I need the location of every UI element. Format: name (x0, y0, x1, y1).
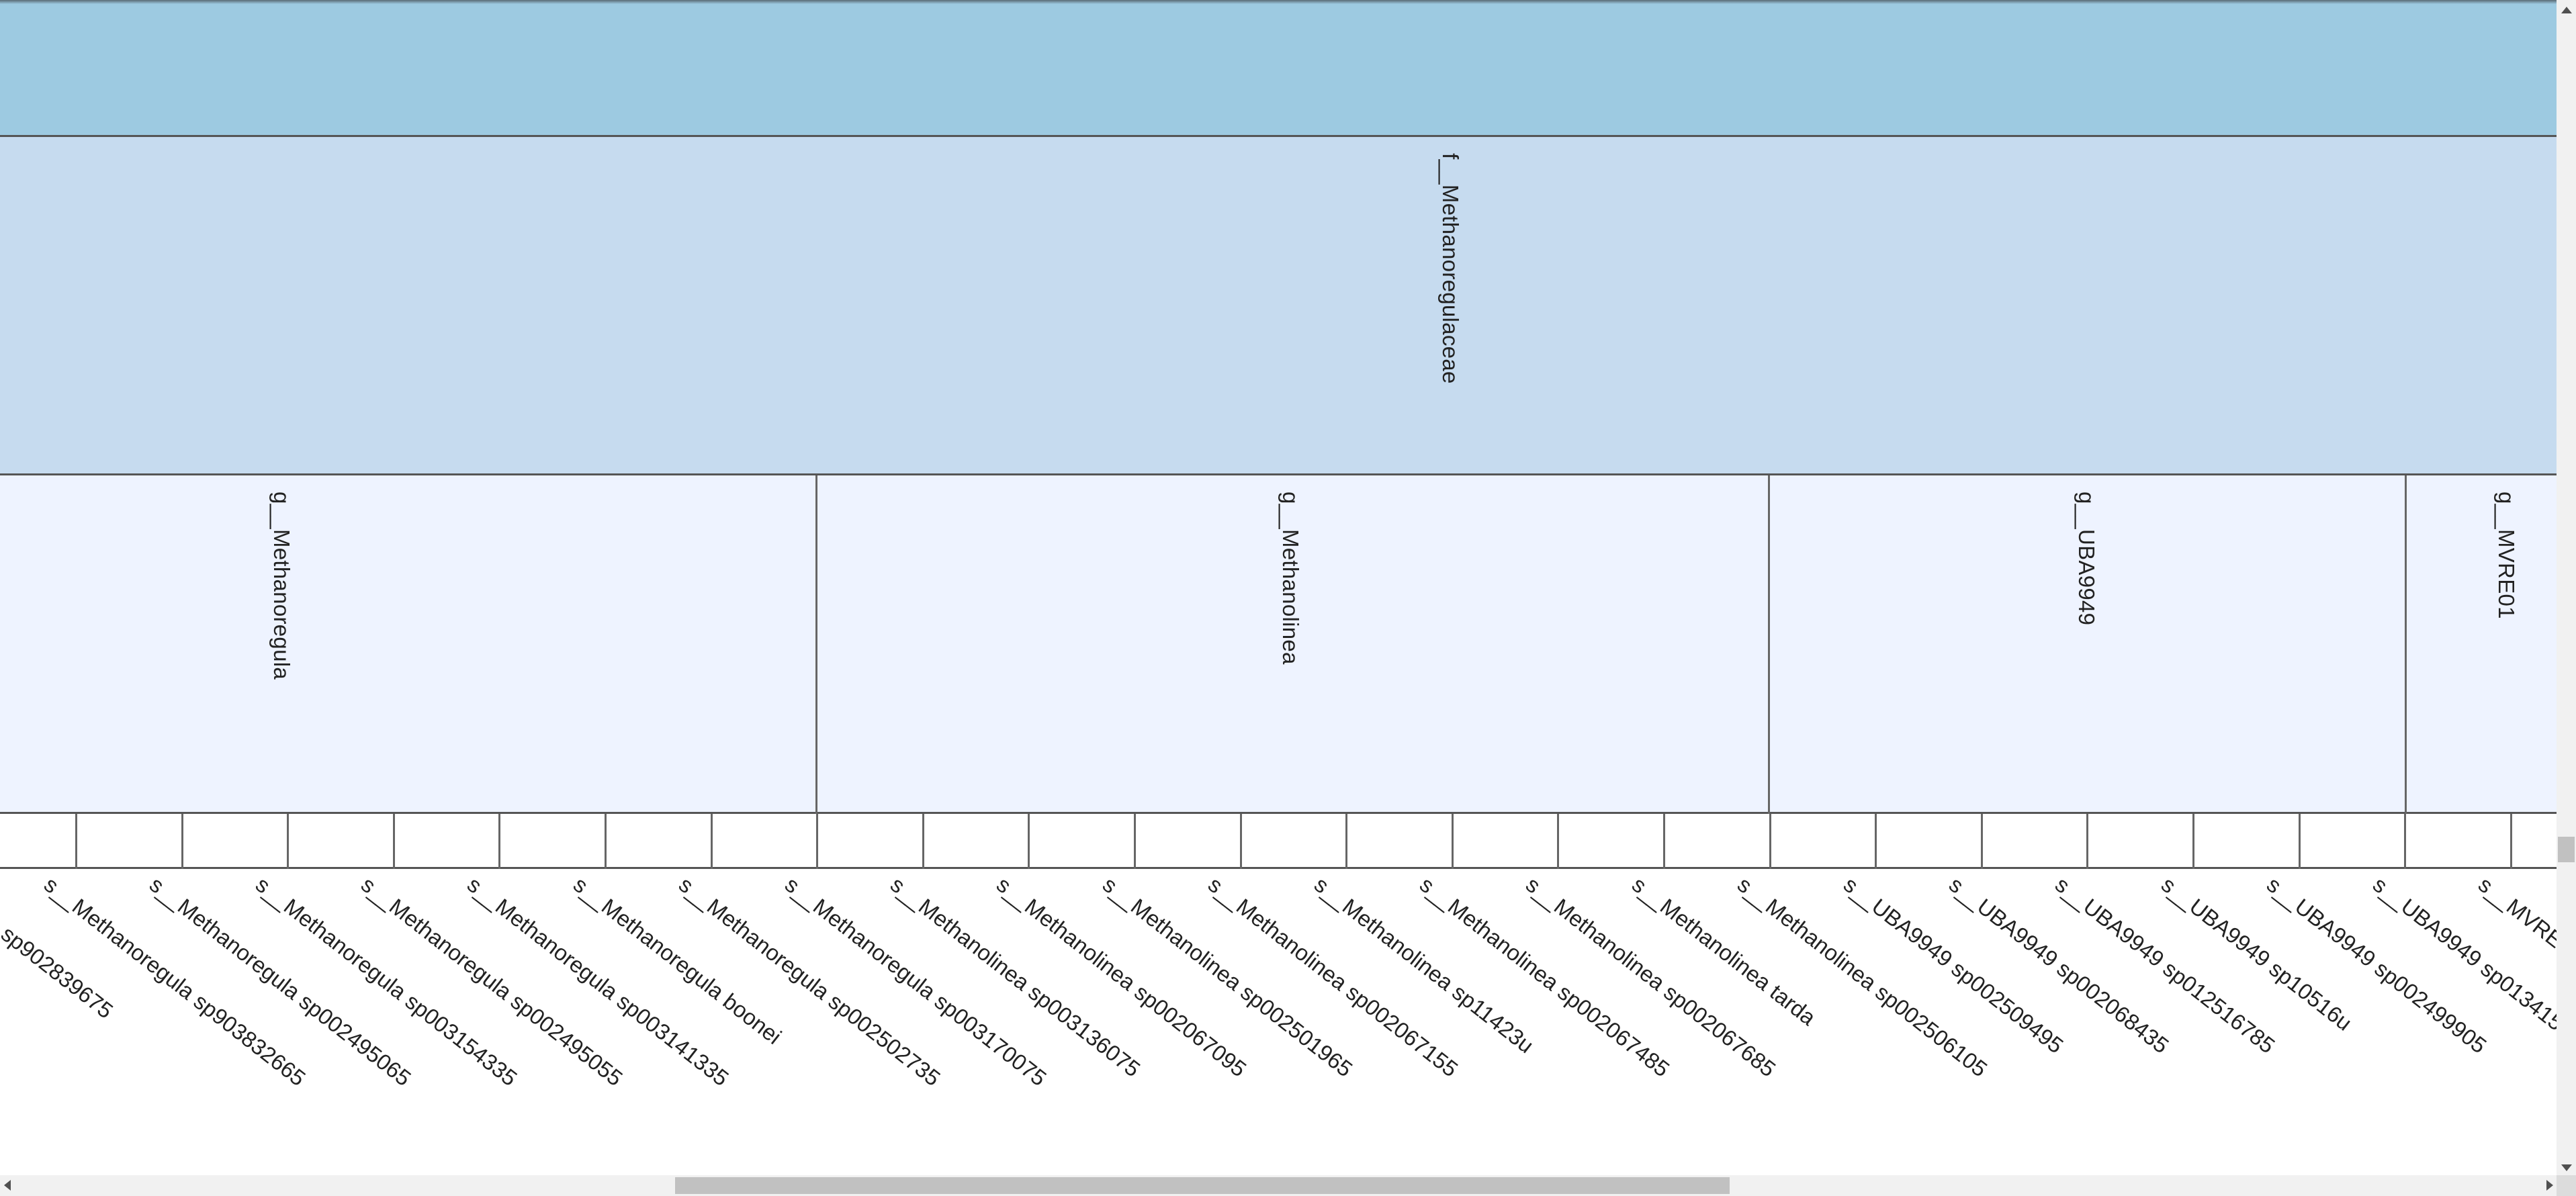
family-label: f__Methanoregulaceae (1438, 153, 1463, 384)
species-cell-divider (287, 814, 289, 869)
species-label: s__Methanoregula boonei (568, 872, 787, 1050)
genus-divider (815, 475, 817, 814)
species-cell-divider (1663, 814, 1665, 869)
species-cell-row (0, 814, 2557, 869)
species-cell-divider (1452, 814, 1454, 869)
genus-label-methanolinea: g__Methanolinea (1278, 492, 1303, 665)
species-label: s__Methanolinea tarda (1627, 872, 1821, 1030)
genus-divider (2405, 475, 2407, 814)
species-label: s__UBA9949 sp10516u (2156, 872, 2357, 1036)
horizontal-scrollbar-thumb[interactable] (675, 1177, 1730, 1194)
top-edge (0, 0, 2557, 4)
genus-label-methanoregula: g__Methanoregula (269, 492, 294, 680)
species-cell-divider (393, 814, 395, 869)
species-cell-divider (816, 814, 818, 869)
species-label: s__UBA9949 sp012516785 (2050, 872, 2280, 1058)
scroll-up-arrow-icon[interactable] (2561, 7, 2572, 13)
genus-band: g__Methanoregula g__Methanolinea g__UBA9… (0, 475, 2557, 814)
species-label: s__Methanolinea sp11423u (1309, 872, 1539, 1058)
scroll-right-arrow-icon[interactable] (2546, 1180, 2553, 1191)
species-cell-divider (1981, 814, 1983, 869)
species-cell-divider (1557, 814, 1559, 869)
genus-label-uba9949: g__UBA9949 (2074, 492, 2099, 626)
species-cell-divider (75, 814, 77, 869)
species-label: s__UBA9949 sp002068435 (1944, 872, 2174, 1058)
species-cell-divider (1240, 814, 1242, 869)
species-cell-divider (2404, 814, 2406, 869)
species-cell-divider (2192, 814, 2194, 869)
species-cell-divider (2510, 814, 2512, 869)
species-cell-divider (1769, 814, 1771, 869)
vertical-scrollbar-thumb[interactable] (2558, 837, 2575, 862)
species-cell-divider (1028, 814, 1030, 869)
species-cell-divider (2086, 814, 2088, 869)
species-cell-divider (1345, 814, 1347, 869)
species-cell-divider (605, 814, 607, 869)
scroll-left-arrow-icon[interactable] (4, 1180, 11, 1191)
species-cell-divider (498, 814, 500, 869)
family-band: f__Methanoregulaceae (0, 137, 2557, 475)
vertical-scrollbar[interactable] (2557, 0, 2576, 1175)
species-cell-divider (181, 814, 183, 869)
species-cell-divider (1875, 814, 1877, 869)
order-band (0, 4, 2557, 137)
species-label: s__UBA9949 sp002509495 (1838, 872, 2068, 1058)
species-cell-divider (2299, 814, 2301, 869)
genus-divider (1768, 475, 1770, 814)
species-cell-divider (711, 814, 713, 869)
scroll-down-arrow-icon[interactable] (2561, 1164, 2572, 1171)
species-cell-divider (1134, 814, 1136, 869)
scrollbar-corner (2557, 1175, 2576, 1196)
species-label: s__UBA9949 sp002499905 (2262, 872, 2491, 1058)
species-cell-divider (922, 814, 924, 869)
genus-label-mvre01: g__MVRE01 (2494, 492, 2519, 619)
